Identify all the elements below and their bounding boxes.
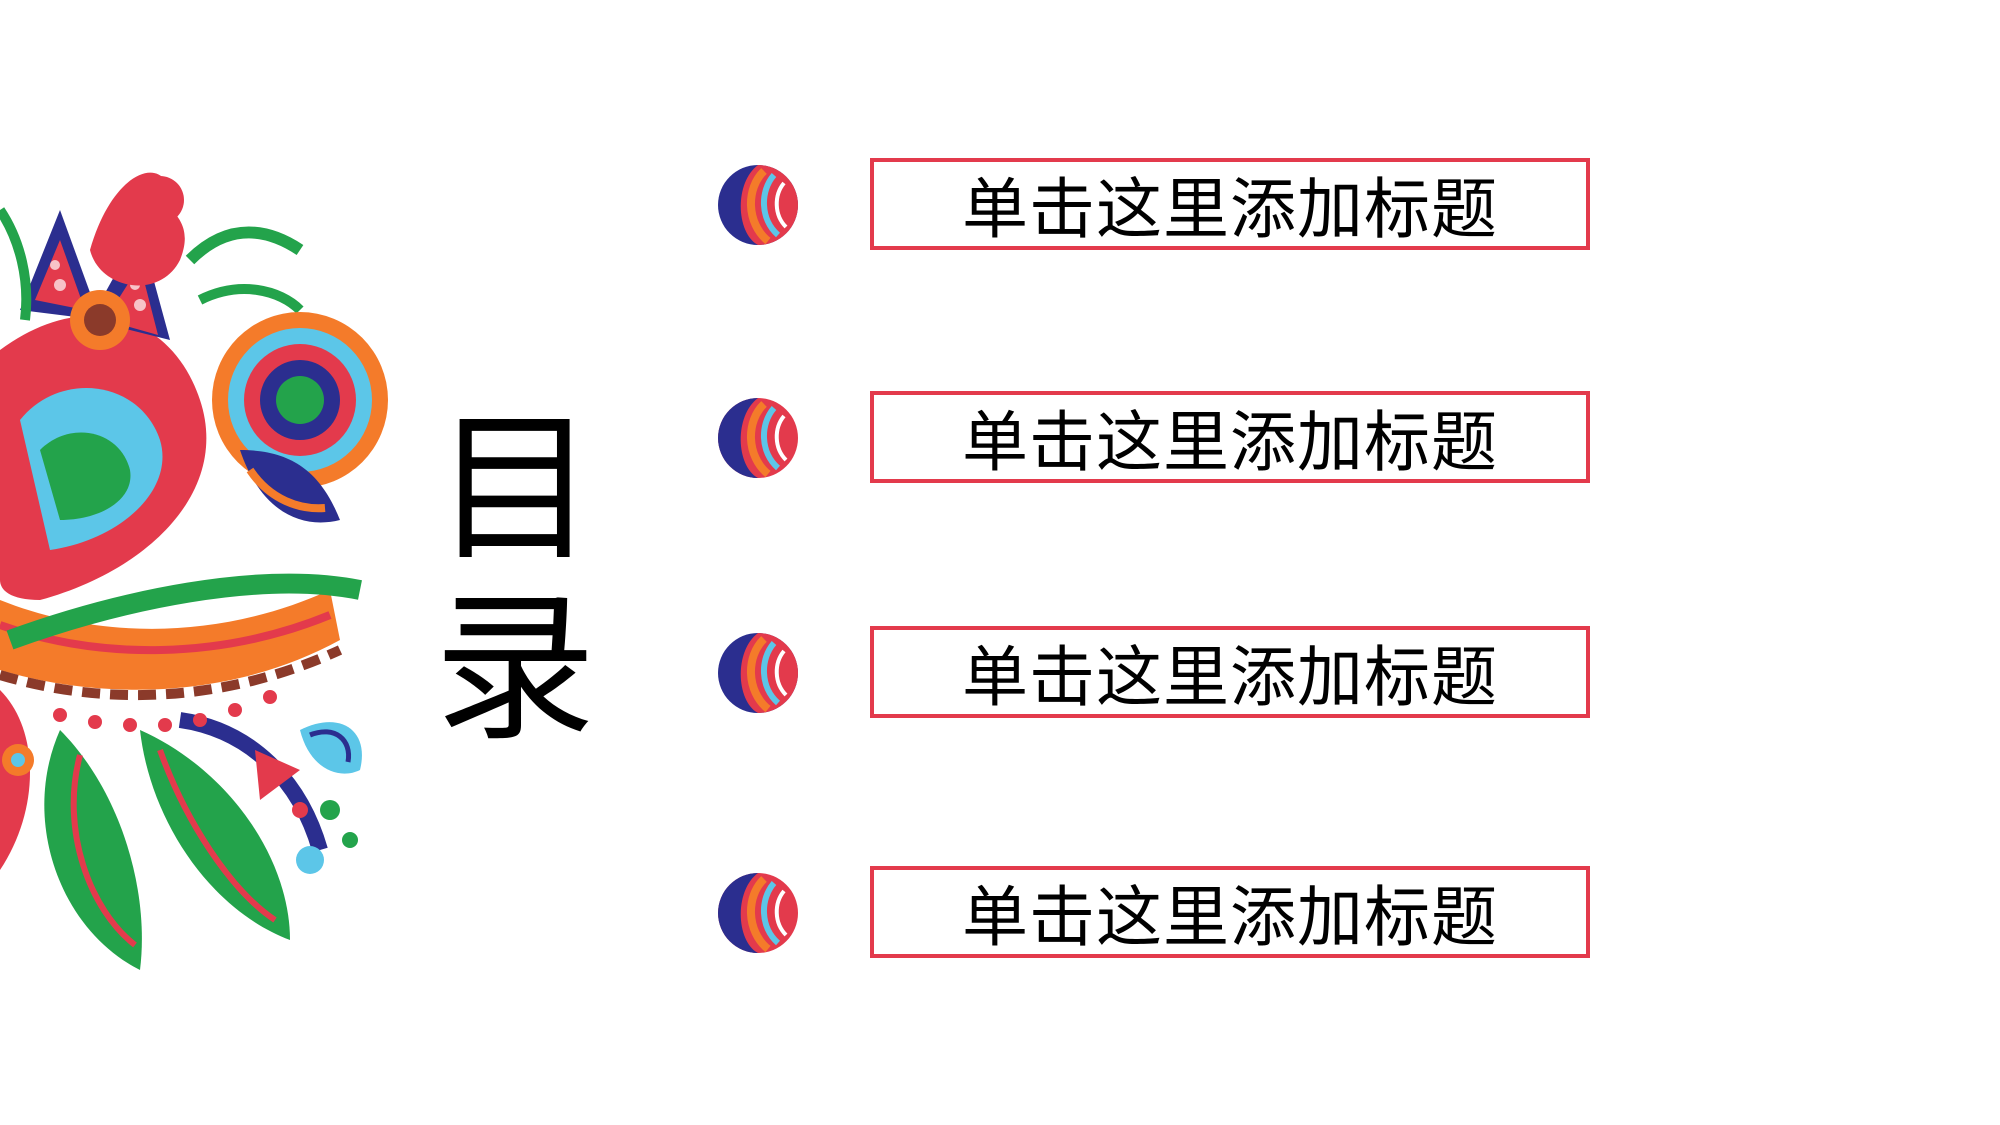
toc-item-label: 单击这里添加标题 [962, 171, 1498, 248]
ornament-ball-icon [718, 165, 798, 245]
floral-illustration [0, 172, 388, 970]
toc-heading: 目 录 [420, 400, 610, 760]
toc-heading-line2: 录 [434, 576, 596, 764]
toc-heading-line1: 目 [434, 396, 596, 584]
ornament-ball-icon [718, 398, 798, 478]
toc-item-title-box[interactable]: 单击这里添加标题 [870, 866, 1590, 958]
toc-item-title-box[interactable]: 单击这里添加标题 [870, 626, 1590, 718]
toc-item-label: 单击这里添加标题 [962, 639, 1498, 716]
toc-item-label: 单击这里添加标题 [962, 404, 1498, 481]
ornament-ball-icon [718, 633, 798, 713]
toc-item-title-box[interactable]: 单击这里添加标题 [870, 391, 1590, 483]
toc-item-1[interactable]: 单击这里添加标题 [700, 150, 1600, 260]
toc-item-3[interactable]: 单击这里添加标题 [700, 618, 1600, 728]
toc-item-4[interactable]: 单击这里添加标题 [700, 858, 1600, 968]
ornament-ball-icon [718, 873, 798, 953]
toc-item-label: 单击这里添加标题 [962, 879, 1498, 956]
toc-item-2[interactable]: 单击这里添加标题 [700, 383, 1600, 493]
toc-item-title-box[interactable]: 单击这里添加标题 [870, 158, 1590, 250]
